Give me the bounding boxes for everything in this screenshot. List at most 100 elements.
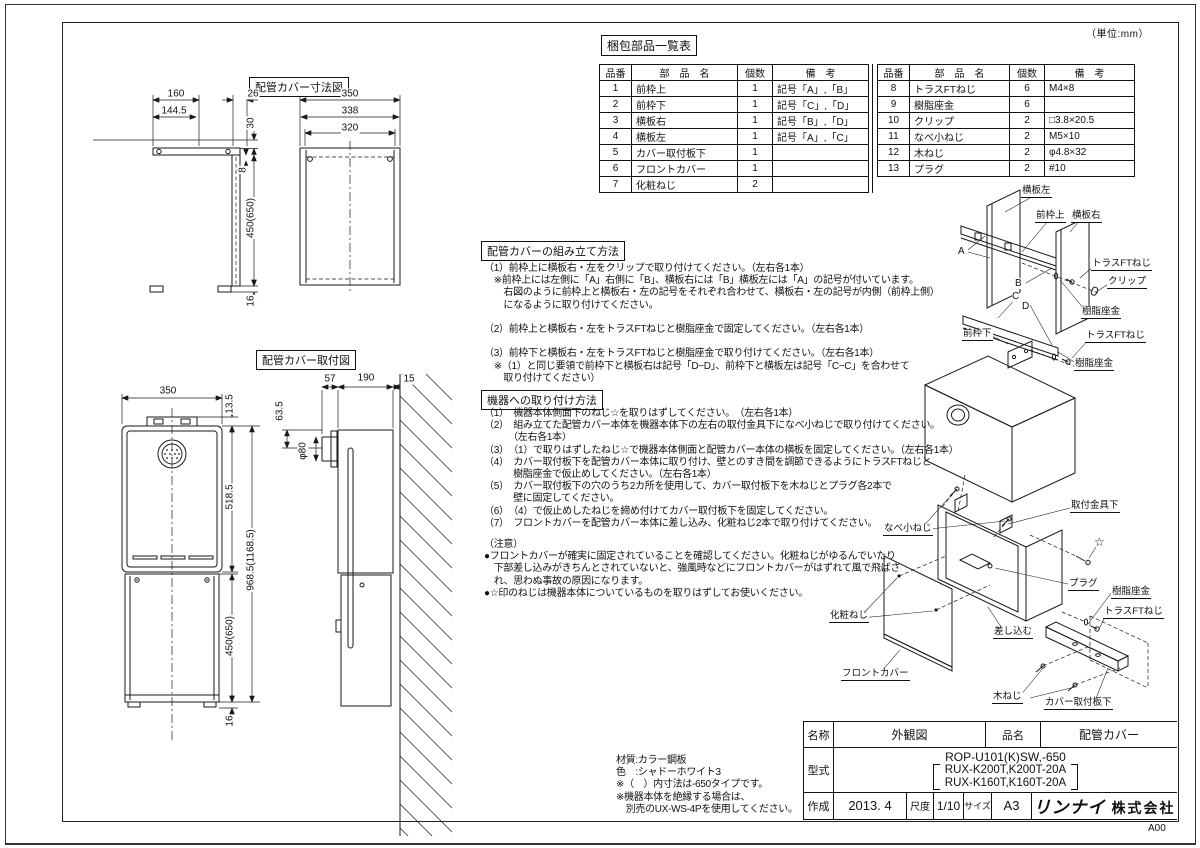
part-label-plug: プラグ [1068, 578, 1099, 591]
material-note-line: ※機器本体を絶縁する場合は、 [616, 791, 751, 803]
dim-label: 13.5 [224, 393, 236, 415]
assembly-line: （3）前枠下と横板右・左をトラスFTねじと樹脂座金で取り付けてください。（左右各… [484, 348, 879, 360]
dim-label: 26 [246, 88, 260, 100]
assembly-line: （1）前枠上に横板右・左をクリップで取り付けてください。（左右各1本） [484, 263, 810, 274]
mounting-line: （3） （1）で取りはずしたねじ☆で機器本体側面と配管カバー本体の横板を固定して… [484, 444, 959, 456]
company-suffix: 株式会社 [1111, 800, 1176, 817]
dim-label: 320 [340, 122, 360, 134]
joint-mark-c: C [1012, 291, 1020, 302]
dim-label: 338 [340, 105, 360, 117]
assembly-line: 右図のように前枠上と横板右・左の記号をそれぞれ合わせて、横板右・左の記号が内側（… [484, 287, 940, 299]
material-note-line: ※（ ）内寸法は-650タイプです。 [616, 779, 768, 791]
model-main: ROP-U101(K)SW,-650 [945, 749, 1066, 764]
inner-frame [62, 22, 1179, 822]
size-label: サイズ [964, 792, 992, 819]
company-name: リンナイ 株式会社 [1034, 793, 1176, 818]
dim-label: 350 [158, 385, 178, 397]
part-label-truss-screw: トラスFTねじ [1091, 258, 1152, 271]
dim-label: 450(650) [224, 614, 236, 658]
mounting-line: （2） 組み立てた配管カバー本体を機器本体下の左右の取付金具下になべ小ねじで取り… [484, 420, 940, 432]
caution-line: （注意） [484, 539, 523, 550]
company-logo: リンナイ [1033, 798, 1106, 818]
part-label-front-cover: フロントカバー [841, 668, 910, 681]
item-label: 品名 [986, 722, 1041, 749]
dim-label: 16 [245, 294, 257, 308]
scale-value: 1/10 [934, 792, 964, 819]
assembly-line: ※前枠上には左側に「A」右側に「B」、横板右には「B」横板左には「A」の記号が付… [484, 275, 919, 287]
col-header-no: 品番 [877, 64, 910, 81]
caution-line: れ、思わぬ事故の原因になります。 [484, 575, 649, 587]
part-label-truss-screw: トラスFTねじ [1103, 606, 1164, 619]
title-block: 名称 外観図 品名 配管カバー 型式 ROP-U101(K)SW,-650 RU… [803, 721, 1177, 820]
joint-mark-d: D [1022, 301, 1030, 312]
units-note: （単位:mm） [1086, 29, 1149, 40]
dim-label: 57 [323, 373, 337, 385]
dim-label: 144.5 [160, 105, 188, 117]
caution-block: （注意） ●フロントカバーが確実に固定されていることを確認してください。化粧ねじ… [484, 539, 900, 600]
joint-mark-a: A [958, 246, 965, 257]
model-sub2: RUX-K160T,K160T-20A [944, 776, 1067, 789]
mount-drawing-title: 配管カバー取付図 [256, 350, 356, 370]
part-label-decorative-screw: 化粧ねじ [829, 610, 870, 623]
material-note-line: 色 :シャドーホワイト3 [616, 767, 721, 779]
dim-label: φ80 [297, 441, 309, 461]
mounting-line: 壁に固定してください。 [484, 493, 620, 505]
dim-label: 30 [245, 116, 257, 130]
col-header-name: 部 品 名 [631, 64, 738, 81]
dim-label: 518.5 [224, 483, 236, 511]
dim-drawing-front-view [299, 95, 401, 291]
part-label-resin-washer: 樹脂座金 [1074, 358, 1115, 371]
name-label: 名称 [804, 722, 834, 749]
item-value: 配管カバー [1041, 722, 1177, 749]
caution-line: 下部差し込みがきちんとされていないと、強風時などにフロントカバーがはずれて風で飛… [484, 563, 901, 575]
sheet-code: A00 [1148, 823, 1166, 834]
dim-label: 450(650) [245, 196, 257, 240]
created-label: 作成 [804, 792, 834, 819]
material-note-line: 材質:カラー鋼板 [616, 755, 687, 766]
part-label-resin-washer: 樹脂座金 [1081, 306, 1122, 319]
material-note-line: 別売のUX-WS-4Pを使用してください。 [616, 803, 798, 815]
dim-drawing-side-view [93, 95, 258, 299]
part-label-insert: 差し込む [993, 626, 1034, 639]
mount-drawing-front-view [121, 394, 260, 742]
assembly-line: になるように取り付けてください。 [484, 299, 659, 311]
outer-border [5, 4, 1196, 845]
mounting-instructions: （1） 機器本体側面下のねじ☆を取りはずしてください。 （左右各1本） （2） … [484, 408, 959, 530]
mounting-line: （5） カバー取付板下の穴のうち2カ所を使用して、カバー取付板下を木ねじとプラグ… [484, 481, 892, 493]
name-value: 外観図 [834, 722, 986, 749]
part-label-side-panel-left: 横板左 [1021, 185, 1052, 198]
model-values: ROP-U101(K)SW,-650 RUX-K200T,K200T-20A R… [932, 749, 1079, 790]
part-label-pan-head-screw: なべ小ねじ [883, 523, 933, 536]
mounting-line: （7） フロントカバーを配管カバー本体に差し込み、化粧ねじ2本で取り付けてくださ… [484, 517, 878, 529]
assembly-line: （2）前枠上と横板右・左をトラスFTねじと樹脂座金で固定してください。（左右各1… [484, 324, 869, 335]
part-label-clip: クリップ [1107, 276, 1148, 289]
mounting-line: （6） （4）で仮止めしたねじを締め付けてカバー取付板下を固定してください。 [484, 505, 834, 517]
mount-drawing-side-view [282, 374, 452, 836]
part-label-front-frame-lower: 前枠下 [962, 328, 993, 341]
col-header-no: 品番 [599, 64, 632, 81]
part-label-truss-screw: トラスFTねじ [1085, 330, 1146, 343]
part-label-wood-screw: 木ねじ [992, 691, 1023, 704]
mounting-line: （1） 機器本体側面下のねじ☆を取りはずしてください。 （左右各1本） [484, 408, 798, 419]
dim-label: 190 [356, 372, 376, 384]
dim-label: 16 [224, 714, 236, 728]
size-value: A3 [992, 792, 1032, 819]
model-label: 型式 [804, 748, 834, 793]
star-screw-mark: ☆ [1094, 535, 1105, 549]
dim-label: 15 [402, 373, 416, 385]
scale-label: 尺度 [907, 792, 934, 819]
assembly-line [484, 336, 939, 348]
parts-table-title: 梱包部品一覧表 [601, 35, 698, 56]
